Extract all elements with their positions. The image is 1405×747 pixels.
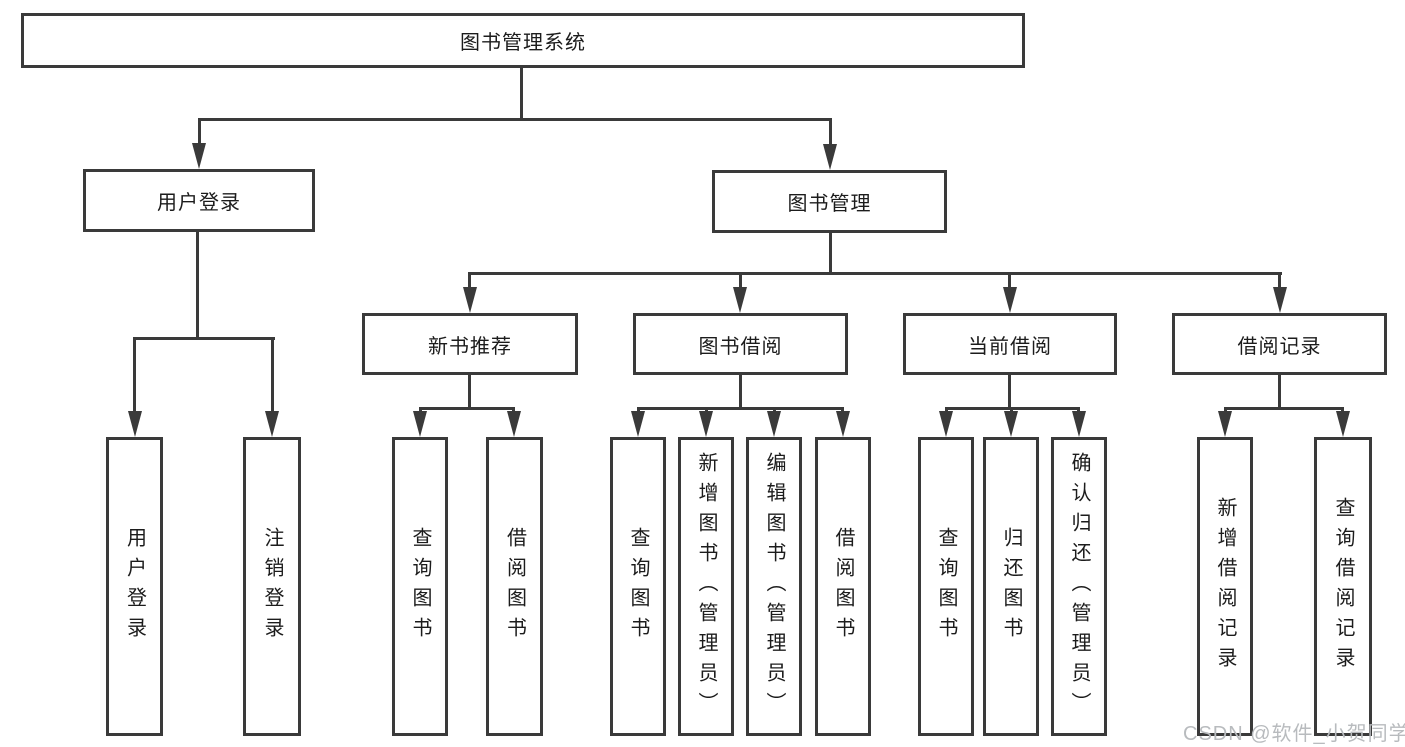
connector-line xyxy=(271,337,274,413)
connector-line xyxy=(1278,272,1281,290)
connector-line xyxy=(419,407,515,410)
arrowhead-icon xyxy=(631,411,645,437)
arrowhead-icon xyxy=(1273,287,1287,313)
arrowhead-icon xyxy=(463,287,477,313)
leaf-logout: 注销登录 xyxy=(243,437,301,736)
leaf-query-books-current: 查询图书 xyxy=(918,437,974,736)
connector-line xyxy=(468,272,471,290)
arrowhead-icon xyxy=(1336,411,1350,437)
arrowhead-icon xyxy=(507,411,521,437)
leaf-return-books: 归还图书 xyxy=(983,437,1039,736)
leaf-add-borrow-record: 新增借阅记录 xyxy=(1197,437,1253,736)
arrowhead-icon xyxy=(192,143,206,169)
connector-line xyxy=(198,118,201,146)
node-new-book-recommend: 新书推荐 xyxy=(362,313,578,375)
arrowhead-icon xyxy=(699,411,713,437)
leaf-borrow-books-recommend: 借阅图书 xyxy=(486,437,543,736)
arrowhead-icon xyxy=(1003,287,1017,313)
arrowhead-icon xyxy=(836,411,850,437)
leaf-edit-books-admin: 编辑图书（管理员） xyxy=(746,437,802,736)
watermark: CSDN @软件_小贺同学 xyxy=(1183,723,1405,745)
connector-line xyxy=(133,337,275,340)
arrowhead-icon xyxy=(733,287,747,313)
arrowhead-icon xyxy=(128,411,142,437)
connector-line xyxy=(1008,375,1011,407)
connector-line xyxy=(829,233,832,272)
connector-line xyxy=(520,68,523,118)
leaf-add-books-admin: 新增图书（管理员） xyxy=(678,437,734,736)
node-book-management: 图书管理 xyxy=(712,170,947,233)
leaf-confirm-return-admin: 确认归还（管理员） xyxy=(1051,437,1107,736)
arrowhead-icon xyxy=(823,144,837,170)
connector-line xyxy=(469,272,1282,275)
arrowhead-icon xyxy=(1072,411,1086,437)
node-library-management-system: 图书管理系统 xyxy=(21,13,1025,68)
node-current-borrowing: 当前借阅 xyxy=(903,313,1117,375)
arrowhead-icon xyxy=(1004,411,1018,437)
connector-line xyxy=(829,118,832,146)
arrowhead-icon xyxy=(1218,411,1232,437)
connector-line xyxy=(468,375,471,407)
connector-line xyxy=(198,118,832,121)
connector-line xyxy=(1008,272,1011,290)
leaf-query-borrow-record: 查询借阅记录 xyxy=(1314,437,1372,736)
leaf-user-login: 用户登录 xyxy=(106,437,163,736)
connector-line xyxy=(739,375,742,407)
node-user-login: 用户登录 xyxy=(83,169,315,232)
arrowhead-icon xyxy=(265,411,279,437)
connector-line xyxy=(196,232,199,337)
node-book-borrowing: 图书借阅 xyxy=(633,313,848,375)
node-borrowing-records: 借阅记录 xyxy=(1172,313,1387,375)
connector-line xyxy=(739,272,742,290)
leaf-query-books-recommend: 查询图书 xyxy=(392,437,448,736)
connector-line xyxy=(133,337,136,413)
connector-line xyxy=(1278,375,1281,407)
leaf-borrow-books-borrowing: 借阅图书 xyxy=(815,437,871,736)
arrowhead-icon xyxy=(767,411,781,437)
arrowhead-icon xyxy=(939,411,953,437)
connector-line xyxy=(1224,407,1344,410)
arrowhead-icon xyxy=(413,411,427,437)
connector-line xyxy=(637,407,843,410)
leaf-query-books-borrowing: 查询图书 xyxy=(610,437,666,736)
